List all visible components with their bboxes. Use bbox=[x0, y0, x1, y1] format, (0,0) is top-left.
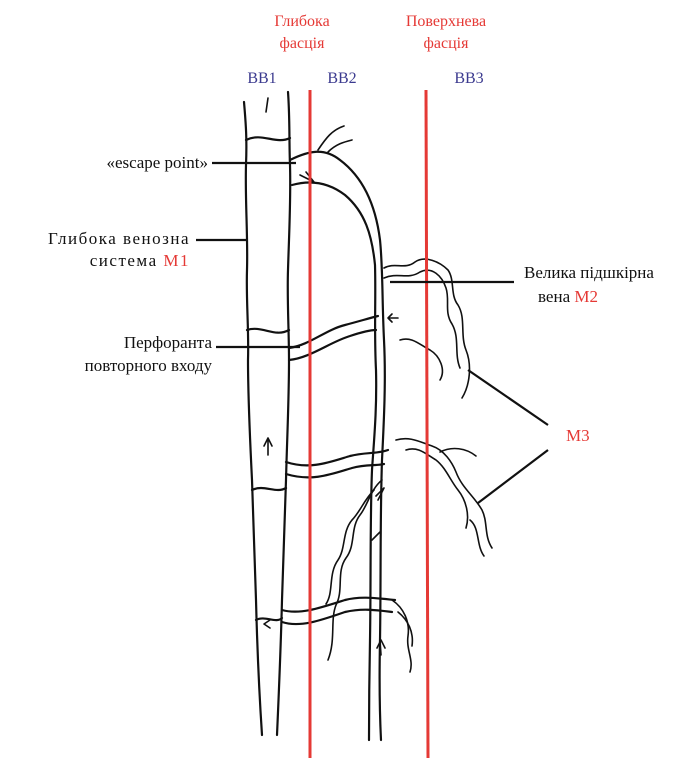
perforator-label-1: Перфоранта bbox=[124, 333, 213, 352]
m3-pointer-lower bbox=[478, 450, 548, 503]
reentry-perforator bbox=[289, 314, 398, 360]
superficial-fascia-title-2: фасція bbox=[424, 35, 470, 52]
m3-pointer-upper bbox=[468, 370, 548, 425]
deep-system-label-1: Глибока венозна bbox=[48, 229, 190, 248]
escape-point-label: «escape point» bbox=[107, 153, 209, 172]
gsv-label-1: Велика підшкірна bbox=[524, 263, 654, 282]
deep-fascia-title-1: Глибока bbox=[274, 13, 329, 30]
gsv-label-2-text: вена bbox=[538, 287, 574, 306]
deep-system-label-2-text: система bbox=[90, 251, 164, 270]
compartment-bb1: ВВ1 bbox=[247, 70, 276, 87]
great-saphenous-vein bbox=[290, 126, 385, 740]
compartment-bb3: ВВ3 bbox=[454, 70, 483, 87]
m2-tag: М2 bbox=[574, 287, 598, 306]
m3-label: М3 bbox=[566, 426, 590, 445]
deep-system-label-2: система М1 bbox=[90, 251, 190, 270]
m1-tag: М1 bbox=[163, 251, 190, 270]
compartment-bb2: ВВ2 bbox=[327, 70, 356, 87]
gsv-label-2: вена М2 bbox=[538, 287, 598, 306]
superficial-fascia-line bbox=[426, 90, 428, 758]
perforator-label-2: повторного входу bbox=[85, 356, 213, 375]
superficial-fascia-title-1: Поверхнева bbox=[406, 13, 486, 30]
deep-fascia-title-2: фасція bbox=[280, 35, 326, 52]
deep-vein bbox=[244, 92, 290, 735]
